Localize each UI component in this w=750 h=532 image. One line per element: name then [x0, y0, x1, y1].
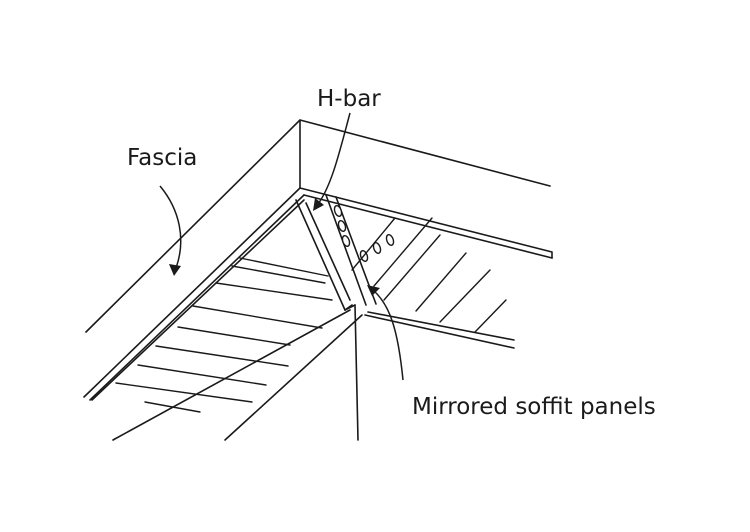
right-panel-grooves [351, 217, 507, 333]
mirrored-arrow [367, 285, 404, 381]
fascia-trim [83, 119, 553, 401]
fascia-label: Fascia [127, 145, 197, 171]
soffit-frame [91, 199, 515, 441]
vent-holes [333, 205, 395, 262]
mirrored-soffit-panels-label: Mirrored soffit panels [412, 394, 656, 420]
hbar-arrow [313, 112, 351, 211]
left-panel-grooves [115, 257, 333, 413]
fascia-arrow [159, 185, 182, 276]
hbar-label: H-bar [317, 86, 381, 112]
